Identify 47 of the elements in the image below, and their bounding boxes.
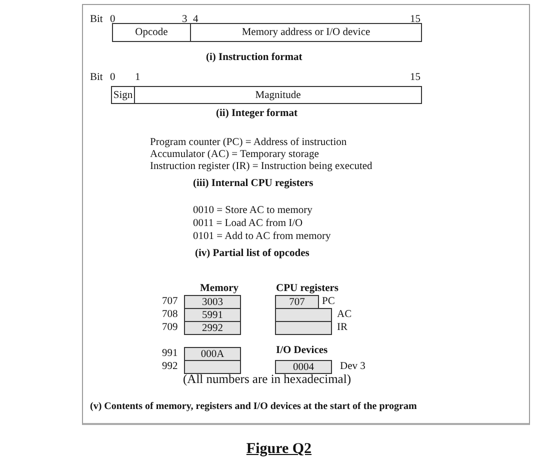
- bit-number: 0: [110, 14, 116, 26]
- device-label: Dev 3: [340, 361, 366, 373]
- register-name: IR: [337, 322, 348, 334]
- note-text: (All numbers are in hexadecimal): [183, 373, 351, 385]
- empty-cell: [184, 360, 241, 374]
- column-heading: I/O Devices: [276, 345, 328, 357]
- bit-number: 1: [135, 72, 140, 84]
- section-caption: (i) Instruction format: [206, 52, 302, 64]
- register-cell: 000A: [184, 347, 241, 361]
- bit-field-box: Opcode: [112, 23, 191, 42]
- description-text: Program counter (PC) = Address of instruction: [150, 137, 347, 149]
- opcode-text: 0010 = Store AC to memory: [193, 205, 312, 217]
- empty-cell: [275, 321, 332, 335]
- address-label: 707: [162, 296, 178, 308]
- opcode-text: 0101 = Add to AC from memory: [193, 231, 331, 243]
- register-cell: 0004: [275, 360, 332, 374]
- address-label: 991: [162, 348, 178, 360]
- description-text: Instruction register (IR) = Instruction being executed: [150, 161, 372, 173]
- bit-field-box: Magnitude: [134, 86, 422, 104]
- opcode-text: 0011 = Load AC from I/O: [193, 218, 303, 230]
- bit-field-box: Memory address or I/O device: [190, 23, 422, 42]
- bit-number: 15: [410, 14, 420, 26]
- address-label: 708: [162, 309, 178, 321]
- bit-field-box: Sign: [111, 86, 135, 104]
- section-caption: (ii) Integer format: [216, 108, 298, 120]
- section-caption: (iv) Partial list of opcodes: [195, 248, 310, 260]
- bit-number: 0: [110, 72, 116, 84]
- column-heading: Memory: [200, 283, 238, 295]
- register-name: AC: [337, 309, 352, 321]
- column-heading: CPU registers: [276, 283, 338, 295]
- bit-number: 3: [182, 14, 188, 26]
- section-caption: (iii) Internal CPU registers: [193, 178, 314, 190]
- address-label: 709: [162, 322, 178, 334]
- register-name: PC: [322, 296, 335, 308]
- section-caption: (v) Contents of memory, registers and I/O devices at the start of the program: [90, 401, 417, 413]
- bit-label: Bit: [90, 72, 103, 84]
- bit-number: 4: [193, 14, 198, 26]
- figure-caption: Figure Q2: [246, 441, 312, 457]
- register-cell: 707: [275, 295, 319, 309]
- register-cell: 5991: [184, 308, 241, 322]
- description-text: Accumulator (AC) = Temporary storage: [150, 149, 319, 161]
- bit-label: Bit: [90, 14, 103, 26]
- register-cell: 3003: [184, 295, 241, 309]
- empty-cell: [275, 308, 332, 322]
- address-label: 992: [162, 361, 178, 373]
- register-cell: 2992: [184, 321, 241, 335]
- bit-number: 15: [410, 72, 420, 84]
